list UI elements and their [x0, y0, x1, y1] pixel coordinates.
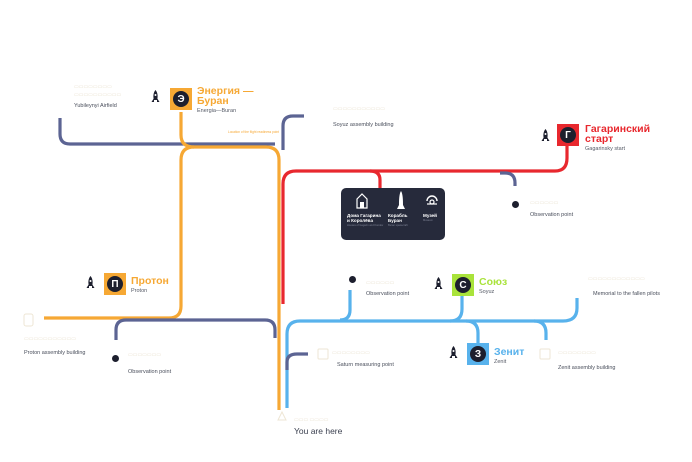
museum-item-museum[interactable]: Музей Museum [423, 188, 443, 240]
museum-card[interactable]: Дома Гагарина и Королёва Houses of Gagar… [341, 188, 445, 240]
route-observation-mid [339, 290, 352, 322]
museum-item-buran-title1: Корабль [388, 213, 408, 218]
station-gagarin-name-line2[interactable]: старт [585, 133, 614, 145]
station-proton-letter: П [107, 276, 123, 292]
observation-dot-icon[interactable] [112, 355, 119, 362]
station-energia-badge[interactable]: Э [170, 88, 192, 110]
you-are-here-label: You are here [294, 426, 343, 436]
museum-icon [426, 195, 438, 205]
house-icon [356, 193, 368, 209]
museum-item-museum-title1: Музей [423, 213, 437, 218]
museum-item-buran[interactable]: Корабль Буран Buran spacecraft [388, 188, 416, 240]
route-saturn [285, 352, 308, 370]
caption-observation-right: Observation point [530, 212, 574, 218]
station-zenit-subtitle: Zenit [494, 359, 507, 365]
ghost-label: ▭▭▭▭▭▭ [366, 280, 395, 286]
route-proton-left [114, 318, 277, 340]
station-energia-name-line2[interactable]: Буран [197, 95, 229, 107]
station-energia-letter: Э [173, 91, 189, 107]
ghost-label: ▭▭▭▭▭▭▭▭▭▭▭ [24, 336, 76, 342]
route-gagarin [281, 146, 569, 304]
shuttle-icon [397, 191, 405, 209]
ghost-label: ▭▭▭▭▭▭▭▭▭▭ [74, 92, 122, 98]
ghost-label: ▭▭▭ ▭▭▭▭ [294, 417, 329, 423]
route-energia [179, 112, 195, 149]
route-observation-right [500, 171, 517, 186]
route-yubileyny [58, 118, 275, 146]
museum-item-houses[interactable]: Дома Гагарина и Королёва Houses of Gagar… [347, 188, 384, 240]
caption-flight-location: Location of the flight readiness point [228, 130, 280, 134]
caption-memorial: Memorial to the fallen pilots [593, 291, 660, 297]
caption-saturn: Saturn measuring point [337, 362, 394, 368]
route-museum [369, 169, 382, 188]
observation-dot-icon[interactable] [349, 276, 356, 283]
pin-icon [277, 410, 287, 421]
station-zenit-badge[interactable]: З [467, 343, 489, 365]
museum-item-buran-subtitle: Buran spacecraft [388, 224, 408, 227]
route-blue-main [285, 298, 579, 408]
station-proton-name[interactable]: Протон [131, 275, 169, 287]
museum-item-museum-subtitle: Museum [423, 219, 433, 222]
observation-dot-icon[interactable] [512, 201, 519, 208]
ghost-label: ▭▭▭▭▭▭▭▭▭▭▭ [333, 106, 385, 112]
caption-proton-assembly: Proton assembly building [24, 350, 86, 356]
station-zenit-letter: З [470, 346, 486, 362]
caption-zenit-assembly: Zenit assembly building [558, 365, 616, 371]
route-soyuz-assembly [281, 114, 304, 150]
station-soyuz-subtitle: Soyuz [479, 289, 495, 295]
museum-item-houses-subtitle: Houses of Gagarin and Korolev [347, 224, 384, 227]
caption-yubileyny: Yubileynyi Airfield [74, 103, 117, 109]
ghost-label: ▭▭▭▭▭▭▭ [128, 352, 162, 358]
station-energia-subtitle: Energia—Buran [197, 108, 237, 114]
ghost-pin-icon [23, 313, 34, 327]
rocket-icon [433, 277, 444, 296]
caption-observation-left: Observation point [128, 369, 172, 375]
ghost-pin-icon [317, 348, 329, 360]
route-soyuz [449, 296, 464, 323]
ghost-label: ▭▭▭▭▭▭▭▭ [74, 84, 112, 90]
rocket-icon [150, 90, 161, 109]
rocket-icon [448, 346, 459, 365]
route-zenit [465, 319, 480, 345]
ghost-label: ▭▭▭▭▭▭▭▭▭▭▭▭ [588, 276, 645, 282]
museum-item-houses-title2: и Королёва [347, 218, 373, 223]
station-soyuz-badge[interactable]: С [452, 274, 474, 296]
ghost-pin-icon [539, 348, 551, 360]
ghost-label: ▭▭▭▭▭▭▭▭ [332, 350, 370, 356]
station-zenit-name[interactable]: Зенит [494, 346, 525, 358]
route-zenit-assembly [533, 319, 548, 340]
rocket-icon [540, 129, 551, 148]
caption-observation-mid: Observation point [366, 291, 410, 297]
station-gagarin-letter: Г [560, 127, 576, 143]
museum-item-buran-title2: Буран [388, 218, 402, 223]
station-gagarin-name-line1[interactable]: Гагаринский [585, 123, 651, 135]
ghost-label: ▭▭▭▭▭▭ [530, 200, 559, 206]
rocket-icon [85, 276, 96, 295]
ghost-label: ▭▭▭▭▭▭▭▭ [558, 350, 596, 356]
station-gagarin-subtitle: Gagarinsky start [585, 146, 626, 152]
station-soyuz-name[interactable]: Союз [479, 276, 508, 288]
museum-item-houses-title1: Дома Гагарина [347, 213, 381, 218]
caption-soyuz-assembly: Soyuz assembly building [333, 122, 394, 128]
route-orange-main [44, 145, 281, 410]
station-soyuz-letter: С [455, 277, 471, 293]
station-energia-name-line1[interactable]: Энергия — [197, 85, 254, 97]
station-proton-badge[interactable]: П [104, 273, 126, 295]
station-gagarin-badge[interactable]: Г [557, 124, 579, 146]
station-proton-subtitle: Proton [131, 288, 148, 294]
